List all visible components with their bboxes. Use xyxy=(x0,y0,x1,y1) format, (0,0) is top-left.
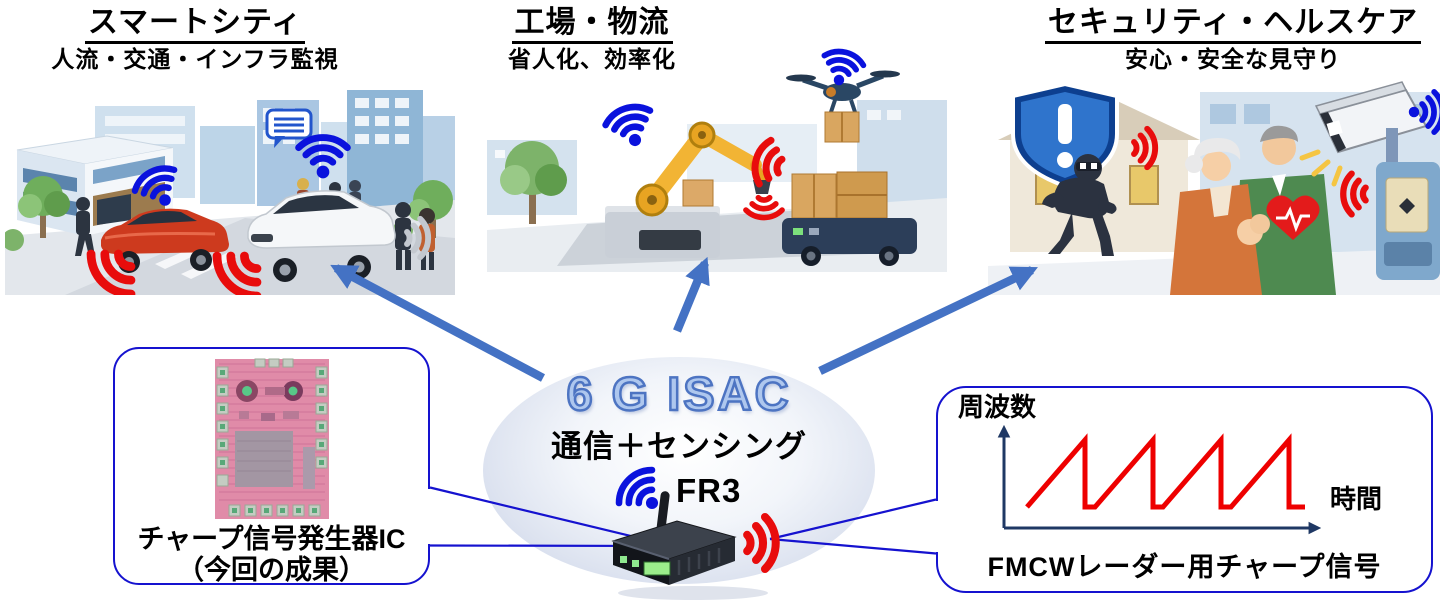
heartbeat-icon xyxy=(1266,195,1320,240)
factory-subtitle: 省人化、効率化 xyxy=(508,45,676,72)
chart-axes xyxy=(997,424,1322,535)
elderly-couple xyxy=(1170,125,1336,295)
security-header: セキュリティ・ヘルスケア 安心・安全な見守り xyxy=(1026,6,1440,72)
y-axis-label: 周波数 xyxy=(958,392,1037,422)
factory-tree xyxy=(500,141,567,224)
chip-die-image xyxy=(214,358,329,519)
speech-bubble-icon xyxy=(265,108,313,148)
factory-title: 工場・物流 xyxy=(511,6,673,44)
smart-city-title: スマートシティ xyxy=(84,6,306,44)
x-axis-label: 時間 xyxy=(1330,484,1382,514)
fr3-label: FR3 xyxy=(676,472,742,509)
arrow-to-factory xyxy=(673,256,710,333)
smart-city-header: スマートシティ 人流・交通・インフラ監視 xyxy=(15,6,375,72)
isac-subline: 通信＋センシング xyxy=(551,429,807,464)
chirp-ic-label-line2: （今回の成果） xyxy=(177,555,366,586)
trees xyxy=(5,176,453,251)
smart-city-illustration xyxy=(5,90,455,295)
factory-illustration xyxy=(487,40,947,272)
cardboard-box xyxy=(682,179,714,207)
fmcw-caption: FMCWレーダー用チャープ信号 xyxy=(987,552,1382,582)
security-illustration xyxy=(988,81,1440,295)
chirp-waveform xyxy=(1025,433,1305,510)
chirp-ic-callout: チャープ信号発生器IC （今回の成果） xyxy=(113,347,430,585)
factory-header: 工場・物流 省人化、効率化 xyxy=(442,6,742,72)
security-subtitle: 安心・安全な見守り xyxy=(1125,45,1341,72)
wifi-icon xyxy=(603,101,659,153)
intercom-panel xyxy=(1376,162,1440,280)
red-car xyxy=(101,208,229,273)
security-camera-icon xyxy=(1299,81,1428,187)
fmcw-callout: 周波数 時間 FMCWレーダー用チャープ信号 xyxy=(936,386,1433,593)
chirp-ic-label-line1: チャープ信号発生器IC xyxy=(137,524,406,554)
agv-cart xyxy=(782,171,917,266)
isac-headline: 6 G ISAC xyxy=(565,366,792,422)
delivery-drone xyxy=(786,70,900,143)
burglar-figure xyxy=(1042,154,1117,256)
smart-city-subtitle: 人流・交通・インフラ監視 xyxy=(51,45,339,72)
router-shadow xyxy=(618,586,768,600)
alert-rays xyxy=(1299,149,1343,187)
fmcw-chart: 周波数 時間 xyxy=(958,392,1382,535)
security-title: セキュリティ・ヘルスケア xyxy=(1044,6,1422,44)
robot-arm xyxy=(605,121,771,258)
chip-pads xyxy=(216,358,327,517)
